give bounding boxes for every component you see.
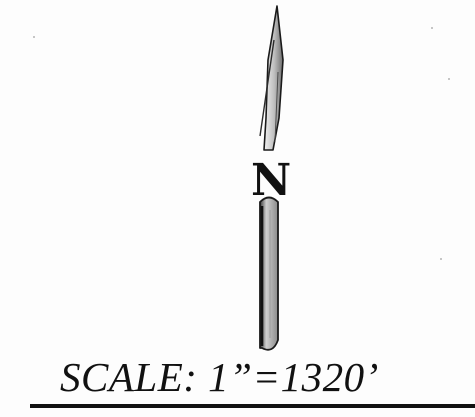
scan-speck <box>431 27 433 29</box>
scale-label: SCALE: 1”=1320’ <box>60 354 379 400</box>
north-arrow-upper <box>259 5 284 151</box>
scan-speck <box>440 258 442 260</box>
scan-speck <box>448 78 450 80</box>
north-arrow-lower <box>259 196 279 351</box>
scale-underline <box>30 404 475 408</box>
north-letter: N <box>251 155 291 206</box>
scan-speck <box>33 36 35 38</box>
